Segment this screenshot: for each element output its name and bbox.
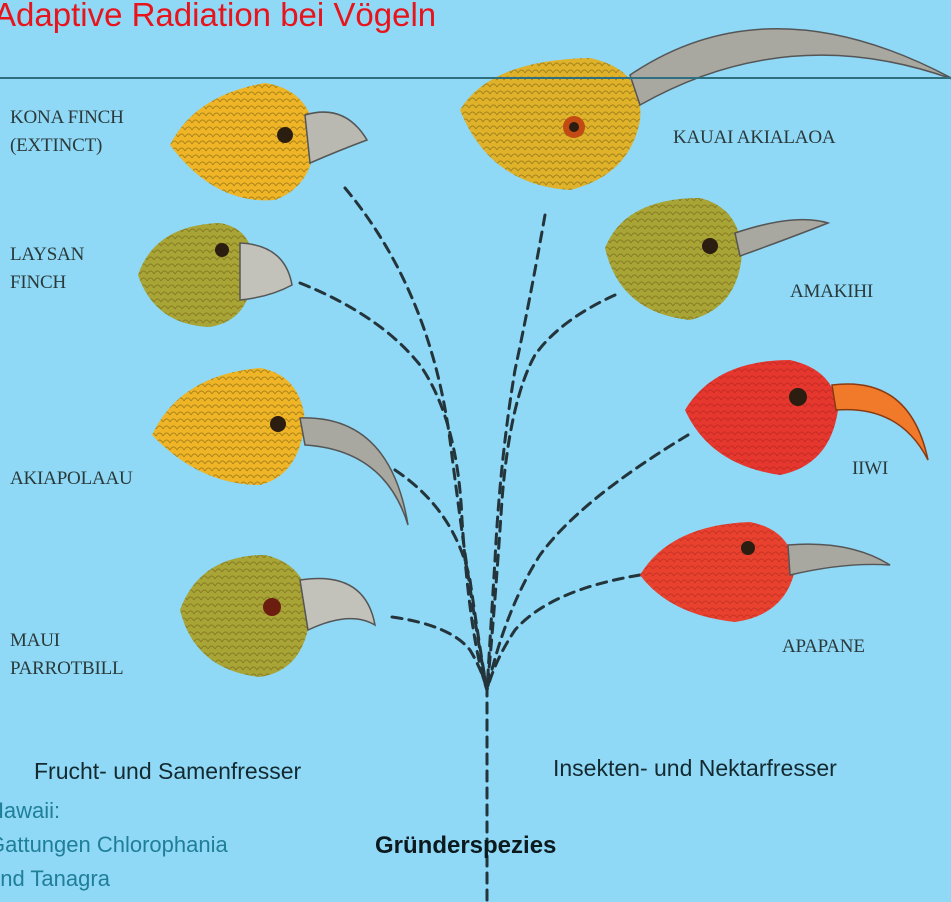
group-label-nectar-eaters: Insekten- und Nektarfresser [553,755,837,782]
laysan-finch-head [138,223,292,327]
kauai-akialaoa-head [460,29,951,190]
header-divider [0,77,951,79]
label-kauai-akialaoa: KAUAI AKIALAOA [673,124,835,152]
diagram-title: Adaptive Radiation bei Vögeln [0,0,436,34]
branch-kauai-akialaoa [487,215,545,690]
branch-apapane [487,575,640,690]
founder-species-label: Gründerspezies [375,832,556,860]
label-amakihi: AMAKIHI [790,278,873,306]
hawaii-note-line-1: Hawaii: [0,794,228,828]
maui-parrotbill-head [180,555,375,677]
branch-amakihi [487,295,615,690]
hawaii-note: Hawaii: Gattungen Chlorophania und Tanag… [0,794,228,896]
iiwi-head [685,360,928,475]
akiapolaau-head [152,368,408,525]
hawaii-note-line-3: und Tanagra [0,862,228,896]
label-kona-finch: KONA FINCH (EXTINCT) [10,104,124,160]
label-akiapolaau: AKIAPOLAAU [10,465,133,493]
label-iiwi: IIWI [852,455,888,483]
label-apapane: APAPANE [782,633,865,661]
label-laysan-finch: LAYSAN FINCH [10,241,84,297]
apapane-head [640,522,890,622]
hawaii-note-line-2: Gattungen Chlorophania [0,828,228,862]
group-label-seed-eaters: Frucht- und Samenfresser [34,758,301,785]
label-maui-parrotbill: MAUI PARROTBILL [10,627,123,683]
kona-finch-head [170,83,367,200]
